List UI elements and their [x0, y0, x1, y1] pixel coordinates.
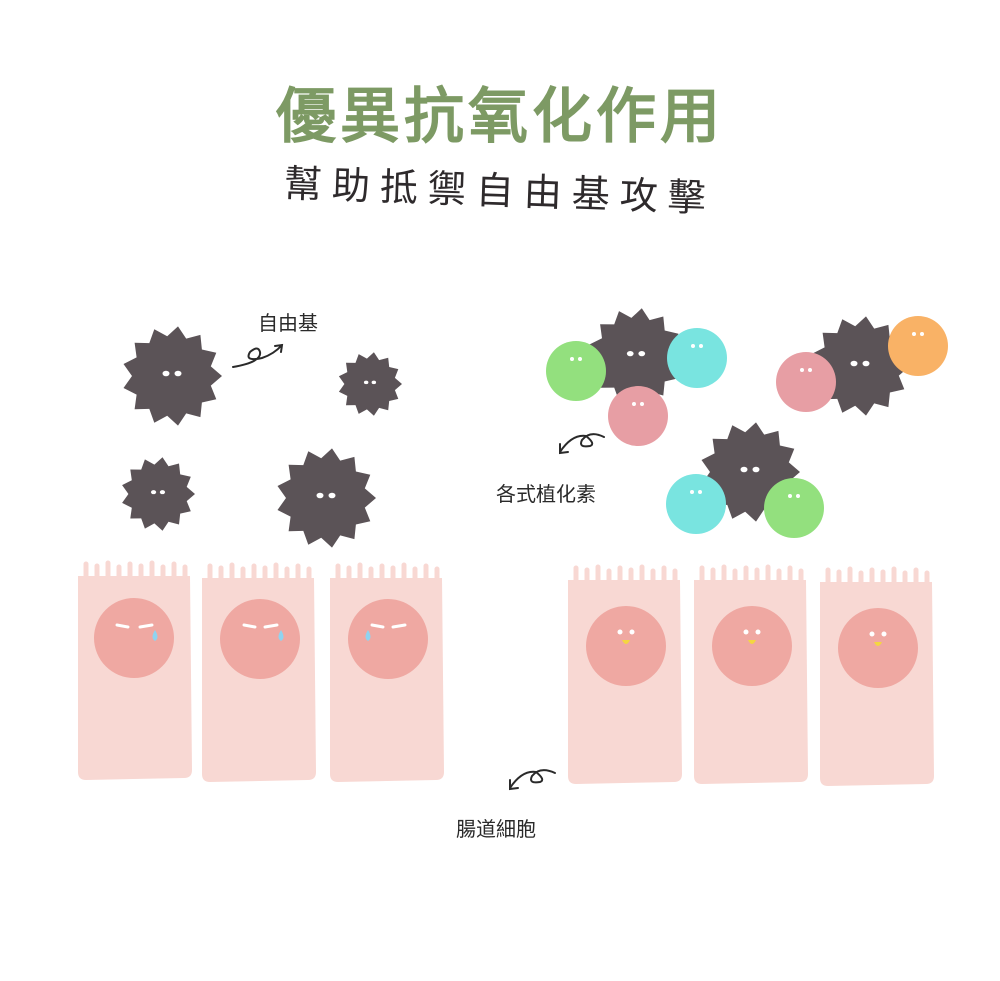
free-radical — [124, 326, 223, 425]
free-radical — [122, 457, 195, 530]
arrow-icon — [233, 345, 282, 367]
arrow-icon — [510, 770, 555, 789]
phytochemical — [608, 386, 668, 446]
label-free-radicals: 自由基 — [258, 307, 318, 336]
intestinal-cell — [694, 567, 808, 784]
phytochemical — [667, 328, 727, 388]
phytochemical — [776, 352, 836, 412]
free-radical — [278, 448, 377, 547]
intestinal-cell — [820, 569, 934, 786]
phytochemical — [546, 341, 606, 401]
nucleus — [838, 608, 918, 688]
intestinal-cell — [202, 565, 316, 782]
free-radical — [339, 352, 402, 416]
nucleus — [712, 606, 792, 686]
label-intestinal-cells: 腸道細胞 — [456, 813, 536, 842]
intestinal-cell — [330, 565, 444, 782]
nucleus — [348, 599, 428, 679]
arrow-icon — [560, 434, 604, 453]
intestinal-cell — [568, 567, 682, 784]
nucleus — [220, 599, 300, 679]
cell-group-stressed — [78, 563, 444, 782]
intestinal-cell — [78, 563, 192, 780]
neutralized-radicals-group — [546, 308, 948, 538]
phytochemical — [666, 474, 726, 534]
cell-group-protected — [568, 567, 934, 786]
label-phytochemicals: 各式植化素 — [496, 478, 596, 507]
phytochemical — [764, 478, 824, 538]
free-radicals-group — [122, 326, 402, 547]
nucleus — [586, 606, 666, 686]
phytochemical — [888, 316, 948, 376]
nucleus — [94, 598, 174, 678]
